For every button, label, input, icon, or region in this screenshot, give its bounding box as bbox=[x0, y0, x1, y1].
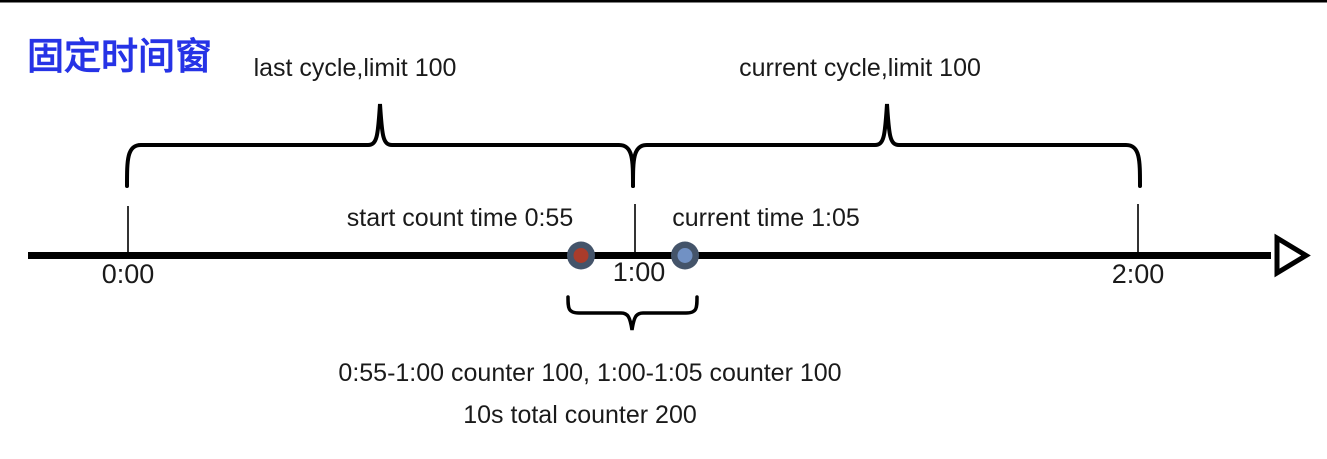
total-counter-text: 10s total counter 200 bbox=[463, 401, 697, 429]
current-time-label: current time 1:05 bbox=[672, 204, 860, 232]
start-count-time-label: start count time 0:55 bbox=[346, 204, 574, 232]
current-time-dot bbox=[677, 248, 693, 263]
tick-label-2-00: 2:00 bbox=[1111, 259, 1165, 289]
current-cycle-label: current cycle,limit 100 bbox=[739, 54, 981, 82]
top-border-line bbox=[0, 0, 1327, 3]
tick-label-1-00: 1:00 bbox=[612, 257, 666, 287]
diagram-title: 固定时间窗 bbox=[27, 36, 212, 77]
last-cycle-brace bbox=[125, 103, 635, 188]
overlap-window-brace bbox=[566, 295, 699, 331]
tick-label-0-00: 0:00 bbox=[101, 259, 155, 289]
arrow-right-icon bbox=[1274, 233, 1311, 278]
current-cycle-brace bbox=[631, 103, 1142, 188]
counter-summary-text: 0:55-1:00 counter 100, 1:00-1:05 counter… bbox=[338, 359, 842, 387]
start-count-dot bbox=[573, 248, 589, 263]
last-cycle-label: last cycle,limit 100 bbox=[253, 54, 457, 82]
